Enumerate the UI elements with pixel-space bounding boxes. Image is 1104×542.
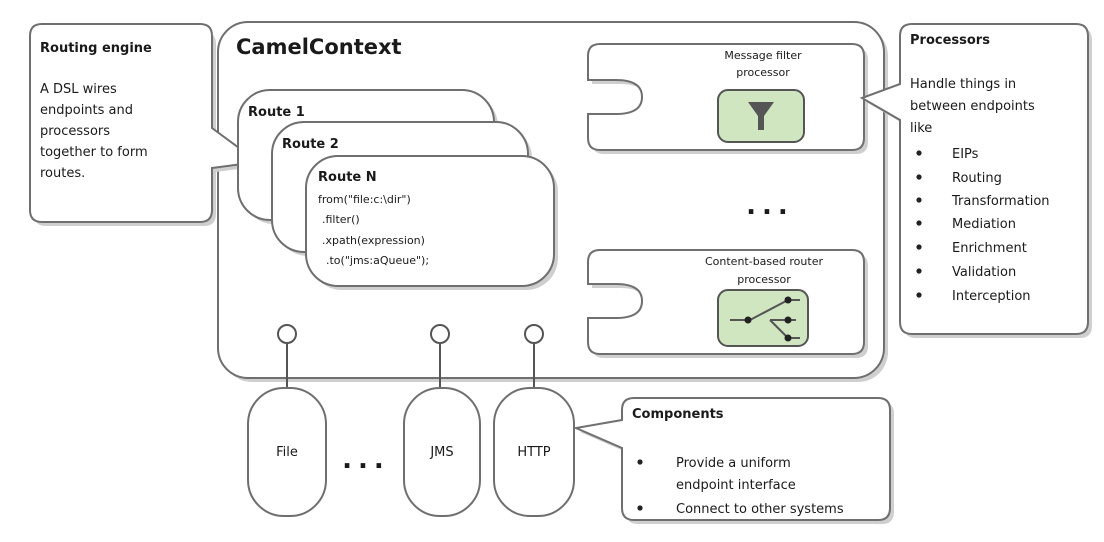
processors-intro: between endpoints [910, 99, 1035, 114]
route-code-line: from("file:c:\dir") [318, 193, 411, 206]
endpoint-label: HTTP [517, 445, 550, 460]
list-item: endpoint interface [676, 478, 796, 493]
route-code-line: .to("jms:aQueue"); [326, 254, 429, 267]
processors-callout: Processors Handle things in between endp… [859, 23, 1092, 338]
endpoint-jms: JMS [403, 387, 481, 517]
message-filter-processor: Message filter processor [587, 43, 868, 154]
routing-engine-line: endpoints and [40, 103, 133, 118]
content-router-processor: Content-based router processor [587, 249, 868, 358]
route-2-label: Route 2 [282, 137, 339, 152]
endpoint-port-icon [430, 324, 450, 344]
endpoint-http: HTTP [493, 387, 575, 517]
message-filter-label: Message filter [724, 49, 802, 62]
list-item: Provide a uniform [676, 456, 791, 471]
list-item: Interception [952, 289, 1031, 304]
endpoints-ellipsis: ... [342, 445, 390, 475]
list-item: EIPs [952, 147, 979, 162]
endpoint-label: JMS [429, 445, 453, 460]
processors-ellipsis: ... [746, 191, 794, 221]
list-item: Connect to other systems [676, 502, 844, 517]
funnel-icon [748, 102, 774, 130]
list-item: Validation [952, 265, 1016, 280]
list-item: Enrichment [952, 241, 1027, 256]
routing-engine-line: processors [40, 124, 110, 139]
router-switch-icon-tile [717, 289, 809, 347]
routing-engine-callout: Routing engine A DSL wires endpoints and… [29, 23, 262, 226]
routing-engine-title: Routing engine [40, 41, 152, 56]
routing-engine-line: A DSL wires [40, 82, 117, 97]
routing-engine-line: together to form [40, 145, 148, 160]
route-n-card: Route N from("file:c:\dir") .filter() .x… [305, 155, 558, 290]
route-1-label: Route 1 [248, 105, 305, 120]
list-item: Routing [952, 171, 1002, 186]
router-switch-icon [730, 296, 800, 342]
components-title: Components [632, 407, 724, 422]
processors-intro: like [910, 121, 932, 136]
list-item: Mediation [952, 217, 1016, 232]
content-router-label: processor [737, 273, 791, 286]
content-router-label: Content-based router [705, 255, 823, 268]
endpoint-port-icon [277, 324, 297, 344]
components-callout: Components Provide a uniform endpoint in… [572, 397, 894, 524]
endpoint-file: File [247, 387, 327, 517]
routing-engine-line: routes. [40, 166, 85, 181]
camel-context-title: CamelContext [236, 35, 402, 59]
processors-intro: Handle things in [910, 77, 1016, 92]
list-item: Transformation [951, 194, 1050, 209]
route-n-label: Route N [318, 170, 377, 185]
endpoint-connectors [277, 324, 544, 392]
processors-title: Processors [910, 33, 990, 48]
endpoint-label: File [276, 445, 298, 460]
route-code-line: .xpath(expression) [322, 234, 425, 247]
message-filter-label: processor [736, 66, 790, 79]
endpoint-port-icon [524, 324, 544, 344]
processor-list: EIPs Routing Transformation Mediation En… [916, 147, 1050, 304]
route-code-line: .filter() [322, 213, 360, 226]
